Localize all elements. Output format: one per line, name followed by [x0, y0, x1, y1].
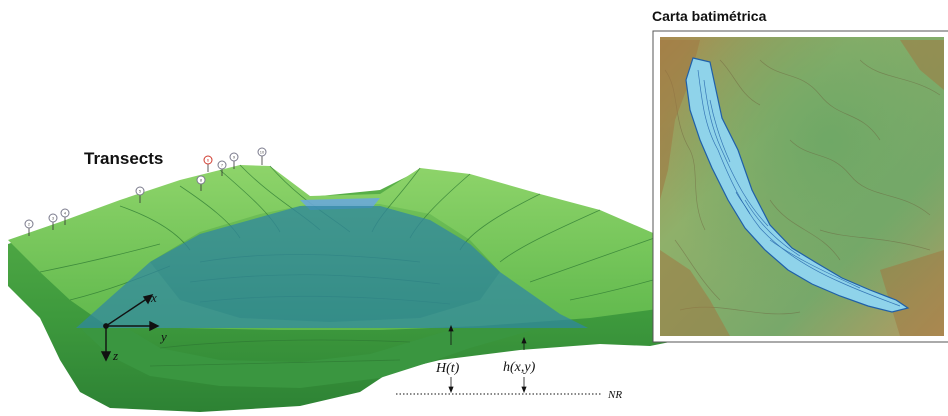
- transect-marker-number: 2: [28, 222, 31, 227]
- transect-marker-number: 6: [207, 158, 210, 163]
- transect-marker: 2: [24, 219, 34, 236]
- terrain-block: [8, 164, 760, 412]
- transect-marker: 9: [229, 152, 239, 169]
- water-plane: [76, 206, 588, 328]
- transect-marker-number: 10: [260, 150, 265, 155]
- transect-marker-number: 4: [64, 211, 67, 216]
- basin-below-water: [80, 328, 540, 388]
- transect-marker-number: 8: [200, 178, 203, 183]
- axis-label-z: z: [112, 348, 118, 363]
- transect-marker: 3: [48, 213, 58, 230]
- transect-marker: 6: [203, 155, 213, 172]
- transect-marker: 5: [135, 186, 145, 203]
- reference-level-label: NR: [607, 389, 622, 401]
- map-title: Carta batimétrica: [652, 8, 767, 24]
- transect-marker-number: 9: [233, 155, 236, 160]
- water-level-label: H(t): [435, 361, 460, 376]
- coordinate-axes: [100, 293, 160, 362]
- transect-marker-number: 5: [139, 189, 142, 194]
- bathymetric-map: [652, 30, 948, 343]
- axis-label-y: y: [159, 329, 167, 344]
- transect-marker: 4: [60, 208, 70, 225]
- map-lake: [685, 57, 910, 313]
- bottom-depth-label: h(x,y): [503, 360, 536, 375]
- transect-marker: 8: [196, 175, 206, 191]
- map-contours: [697, 69, 901, 307]
- transect-marker: 7: [217, 160, 227, 176]
- transect-marker: 10: [257, 147, 267, 165]
- axis-label-x: x: [150, 290, 157, 305]
- transects-label: Transects: [84, 149, 164, 168]
- transect-marker-number: 7: [221, 163, 224, 168]
- transect-markers: 2 3 4 5 8 6 7 9 10: [24, 147, 267, 236]
- depth-arrows: [448, 324, 527, 394]
- transect-marker-number: 3: [52, 216, 55, 221]
